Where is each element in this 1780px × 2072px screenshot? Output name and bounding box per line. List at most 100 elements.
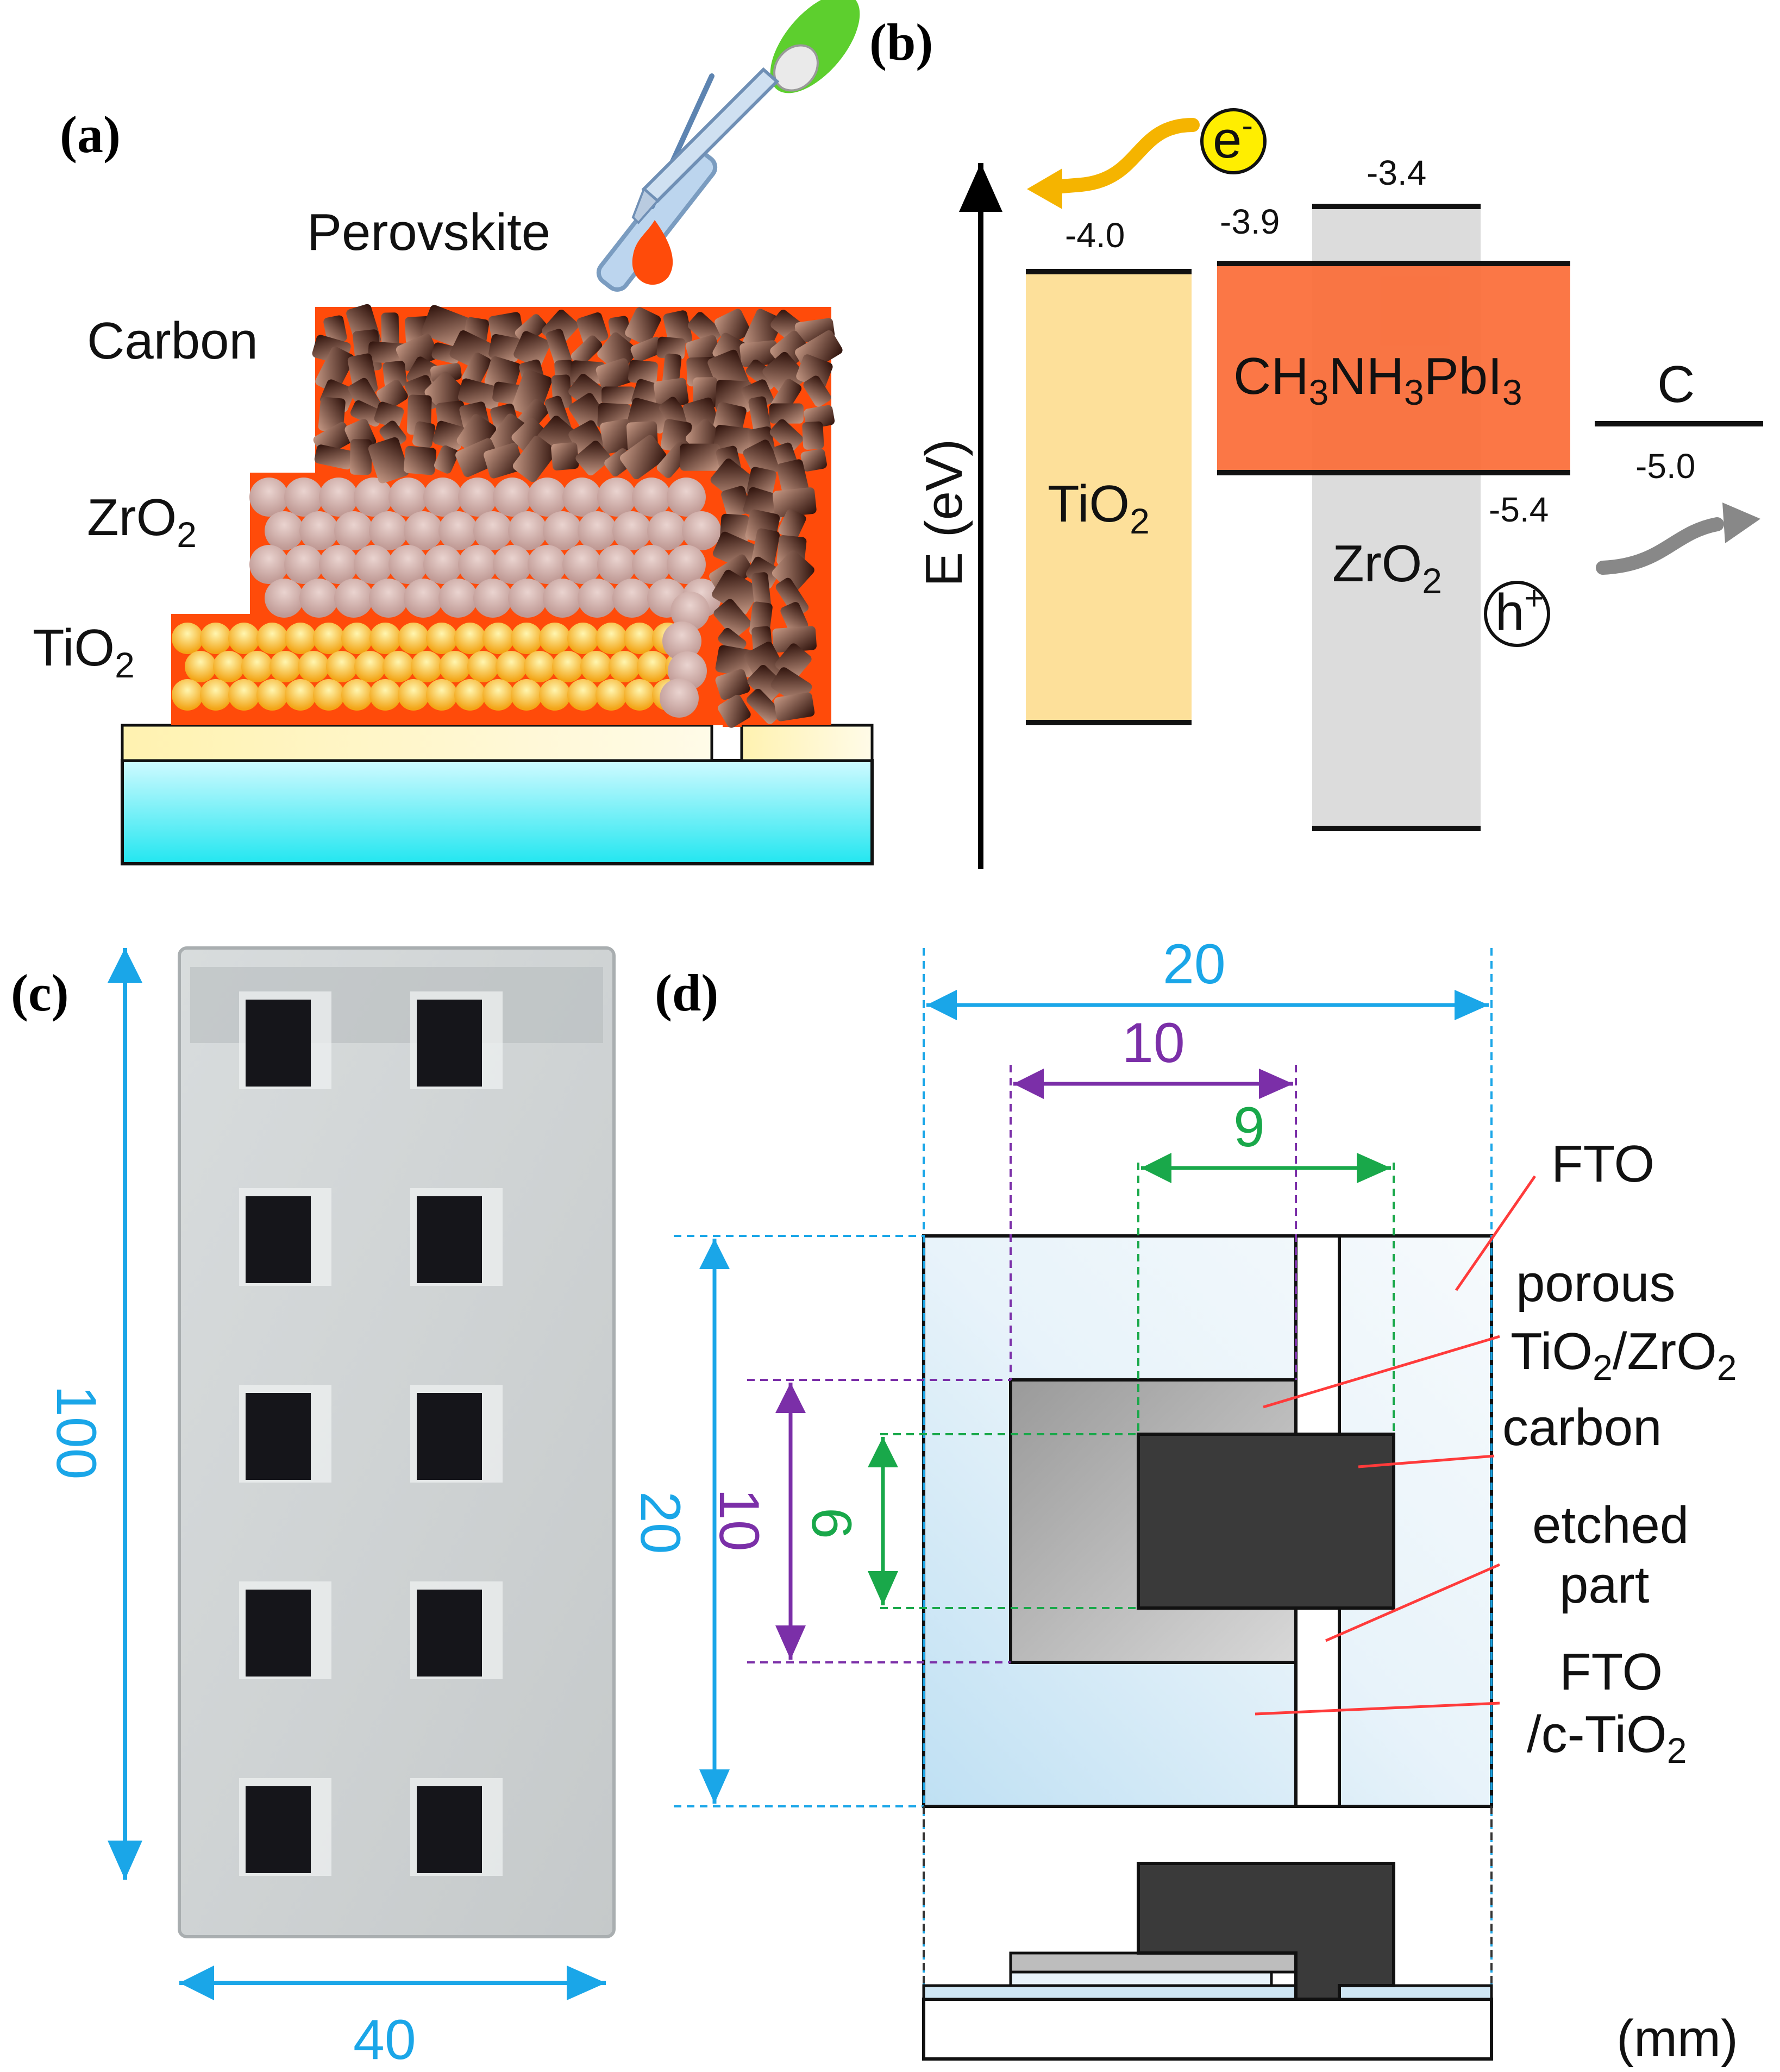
zro2-particle	[369, 579, 408, 618]
carbon-flake	[512, 436, 557, 482]
tio2-particle	[454, 679, 486, 711]
zro2-particle	[388, 545, 428, 584]
zro2-nanoparticles	[249, 478, 721, 718]
carbon-flake	[457, 378, 502, 410]
zro2-particle	[597, 478, 636, 517]
zro2-particle	[369, 511, 408, 550]
carbon-flake	[383, 361, 407, 388]
carbon-flakes	[312, 304, 843, 728]
panel-d: (d) 20 10 9 20	[629, 933, 1738, 2068]
carbon-flake	[412, 421, 436, 448]
carbon-flake	[796, 354, 833, 389]
leader-lines	[1255, 1175, 1537, 1716]
carbon-flake	[484, 443, 524, 479]
zro2-label: ZrO2	[87, 488, 197, 555]
carbon-flake	[803, 375, 831, 407]
tio2-particle	[383, 651, 414, 682]
carbon-label: Carbon	[87, 312, 258, 370]
carbon-flake	[625, 307, 661, 346]
panel-d-label: (d)	[655, 964, 718, 1022]
cell-electrode	[246, 1196, 311, 1283]
tio2-particle	[200, 623, 231, 654]
zro2-particle	[508, 511, 547, 550]
tio2-particle	[637, 651, 668, 682]
cross-ctio2	[1009, 1970, 1273, 1987]
zro2-particle	[404, 511, 443, 550]
tio2-particle	[411, 651, 442, 682]
carbon-flake	[596, 358, 633, 391]
panel-c-label: (c)	[11, 964, 69, 1022]
perovskite-vb-value: -5.4	[1489, 490, 1549, 529]
carbon-flake	[315, 346, 355, 393]
zro2-particle	[632, 478, 671, 517]
tio2-particle	[398, 679, 429, 711]
tio2-particle	[269, 651, 301, 682]
carbon-flake	[488, 334, 521, 362]
zro2-particle	[319, 545, 358, 584]
hole-icon	[1484, 581, 1550, 647]
width-20-label: 20	[1163, 933, 1226, 996]
zro2-particle	[682, 511, 721, 550]
zro2-particle	[667, 545, 706, 584]
tio2-particle	[596, 623, 627, 654]
tio2-particle	[326, 651, 358, 682]
zro2-particle	[249, 478, 289, 517]
carbon-flake	[680, 443, 720, 471]
zro2-particle	[319, 478, 358, 517]
tio2-particle	[467, 651, 499, 682]
tio2-particle	[241, 651, 273, 682]
cell-electrode	[246, 1590, 311, 1677]
carbon-flake	[718, 695, 751, 728]
carbon-flake	[769, 403, 804, 424]
tio2-particle	[228, 679, 260, 711]
carbon-flake	[571, 335, 603, 366]
cross-porous	[1009, 1951, 1298, 1974]
height-20-label: 20	[629, 1491, 692, 1554]
carbon-flake	[619, 435, 667, 480]
tio2-particle	[341, 679, 373, 711]
carbon-flake	[628, 360, 658, 385]
cell-electrode	[246, 1786, 311, 1873]
zro2-particle	[354, 478, 393, 517]
perovskite-cb-value: -3.9	[1220, 202, 1280, 241]
zro2-particle	[284, 478, 323, 517]
panel-b: (b) E (eV) -4.0 TiO2 -3.4 ZrO2 -3.9 -5.4…	[869, 13, 1763, 869]
zro2-particle	[284, 545, 323, 584]
carbon-flake	[575, 441, 611, 476]
tio2-particle	[439, 651, 471, 682]
carbon-electrode	[1137, 1433, 1395, 1610]
tio2-particle	[185, 651, 216, 682]
carbon-flake	[462, 353, 491, 387]
carbon-flake	[715, 669, 750, 700]
perovskite-droplet	[632, 220, 673, 285]
carbon-flake	[513, 331, 550, 367]
zro2-particle	[493, 545, 532, 584]
panel-b-label: (b)	[869, 13, 933, 71]
carbon-flake	[323, 315, 347, 344]
carbon-flake	[656, 336, 686, 360]
zro2-particle	[404, 579, 443, 618]
carbon-flake	[654, 378, 689, 409]
tio2-particle	[454, 623, 486, 654]
zro2-particle	[528, 478, 567, 517]
zro2-cb-value: -3.4	[1367, 153, 1426, 192]
tio2-particle	[398, 623, 429, 654]
electron-arrow-head	[1027, 168, 1062, 209]
zro2-particle	[388, 478, 428, 517]
zro2-particle	[265, 511, 304, 550]
carbon-flake	[576, 312, 609, 346]
tio2-particle	[482, 623, 514, 654]
carbon-flake	[374, 401, 404, 429]
carbon-flake	[772, 487, 817, 518]
etched-label-line1: etched	[1532, 1496, 1689, 1554]
cross-glass	[922, 1998, 1493, 2061]
tio2-particle	[354, 651, 386, 682]
zro2-particle	[660, 679, 699, 718]
cell-electrode	[246, 1000, 311, 1087]
tio2-particle	[369, 679, 401, 711]
carbon-flake	[368, 437, 409, 484]
zro2-particle	[562, 478, 601, 517]
pipette-icon	[596, 0, 860, 292]
cell-electrode	[417, 1196, 482, 1283]
tio2-particle	[580, 651, 612, 682]
